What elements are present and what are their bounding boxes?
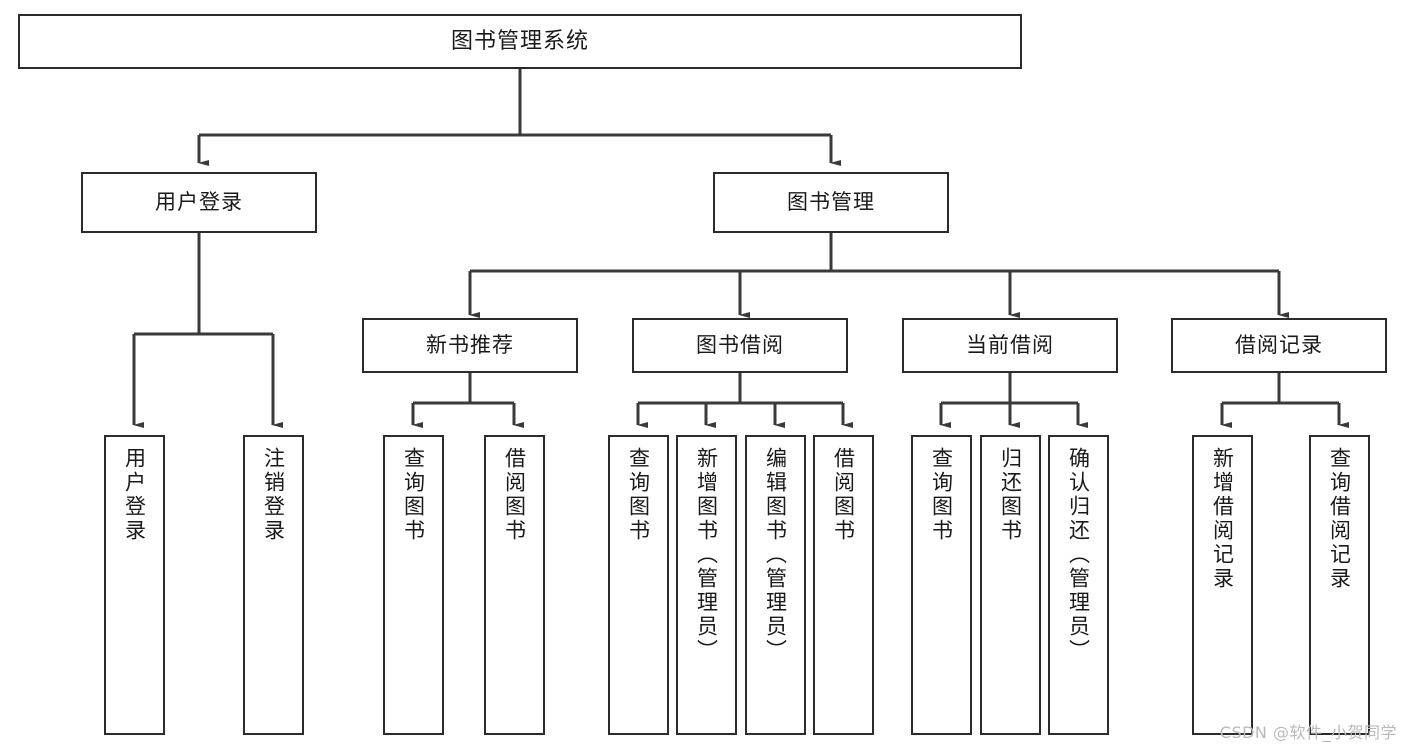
node-leaf-borrow-edit-book-admin[interactable]: 编辑图书（管理员）	[745, 435, 806, 735]
node-new-book-recommendation[interactable]: 新书推荐	[362, 318, 578, 373]
node-book-management[interactable]: 图书管理	[713, 172, 949, 233]
node-label: 用户登录	[155, 190, 243, 215]
node-leaf-user-login-login[interactable]: 用户登录	[104, 435, 165, 735]
node-leaf-borrow-add-book-admin[interactable]: 新增图书（管理员）	[676, 435, 737, 735]
node-leaf-borrow-borrow-book[interactable]: 借阅图书	[813, 435, 874, 735]
node-leaf-current-query-book[interactable]: 查询图书	[911, 435, 972, 735]
node-leaf-record-add-record[interactable]: 新增借阅记录	[1192, 435, 1253, 735]
node-label: 图书借阅	[696, 333, 784, 358]
node-label: 查询借阅记录	[1327, 447, 1352, 591]
node-label: 确认归还（管理员）	[1066, 447, 1091, 663]
node-borrowing-record[interactable]: 借阅记录	[1171, 318, 1387, 373]
node-leaf-borrow-query-book[interactable]: 查询图书	[608, 435, 669, 735]
node-label: 新增借阅记录	[1210, 447, 1235, 591]
node-leaf-newbook-query-book[interactable]: 查询图书	[383, 435, 444, 735]
node-book-borrowing[interactable]: 图书借阅	[632, 318, 848, 373]
node-leaf-record-query-record[interactable]: 查询借阅记录	[1309, 435, 1370, 735]
node-user-login[interactable]: 用户登录	[81, 172, 317, 233]
node-label: 查询图书	[626, 447, 651, 543]
node-label: 当前借阅	[966, 333, 1054, 358]
node-label: 借阅记录	[1235, 333, 1323, 358]
node-label: 图书管理	[787, 190, 875, 215]
node-label: 借阅图书	[502, 447, 527, 543]
node-label: 查询图书	[401, 447, 426, 543]
node-label: 用户登录	[122, 447, 147, 543]
node-label: 新书推荐	[426, 333, 514, 358]
node-label: 编辑图书（管理员）	[763, 447, 788, 663]
node-label: 图书管理系统	[450, 28, 589, 54]
node-root-book-management-system[interactable]: 图书管理系统	[18, 14, 1022, 69]
node-label: 新增图书（管理员）	[694, 447, 719, 663]
node-leaf-newbook-borrow-book[interactable]: 借阅图书	[484, 435, 545, 735]
node-leaf-user-login-logout[interactable]: 注销登录	[243, 435, 304, 735]
node-label: 查询图书	[929, 447, 954, 543]
node-label: 注销登录	[261, 447, 286, 543]
node-leaf-current-return-book[interactable]: 归还图书	[980, 435, 1041, 735]
node-label: 归还图书	[998, 447, 1023, 543]
watermark: CSDN @软件_小贺同学	[1219, 723, 1397, 742]
node-leaf-current-confirm-return-admin[interactable]: 确认归还（管理员）	[1048, 435, 1109, 735]
node-label: 借阅图书	[831, 447, 856, 543]
node-current-borrowing[interactable]: 当前借阅	[902, 318, 1118, 373]
